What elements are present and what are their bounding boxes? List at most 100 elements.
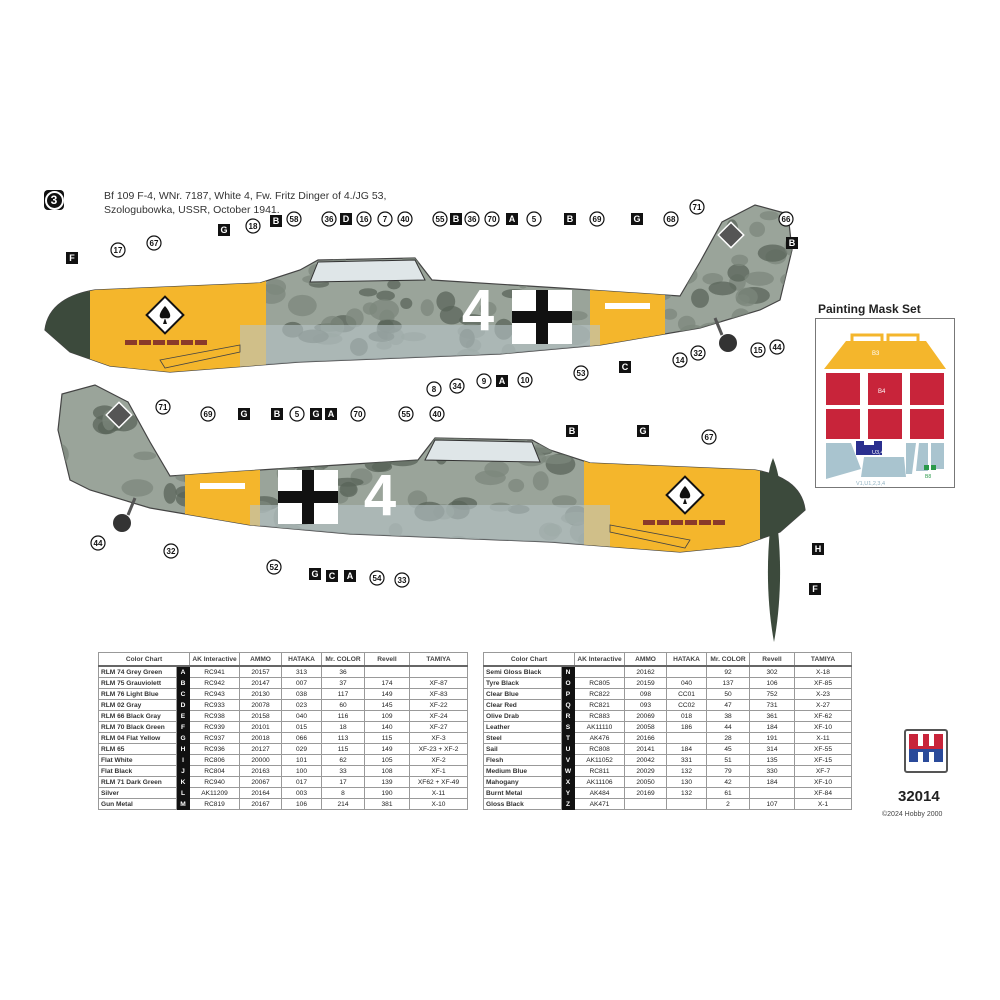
color-chart-right: Color Chart AK Interactive AMMO HATAKA M… — [482, 652, 853, 810]
paint-name: RLM 66 Black Gray — [98, 710, 177, 722]
hataka-code: 038 — [281, 688, 323, 700]
mr-color-code: 44 — [706, 721, 751, 733]
paint-name: Silver — [98, 787, 177, 799]
hataka-code: CC02 — [666, 699, 708, 711]
callout-label: B — [567, 214, 574, 224]
paint-letter-callout: B — [564, 213, 576, 225]
profile-caption: Bf 109 F-4, WNr. 7187, White 4, Fw. Frit… — [104, 189, 386, 217]
ammo-code: 20018 — [239, 732, 283, 744]
ak-code: RC804 — [189, 765, 241, 777]
callout-label: C — [622, 362, 629, 372]
callout-label: H — [815, 544, 822, 554]
ammo-code: 093 — [624, 699, 668, 711]
paint-letter: I — [175, 754, 191, 766]
part-number-callout: 40 — [397, 211, 413, 227]
tamiya-code: XF-27 — [409, 721, 469, 733]
revell-code: 302 — [749, 665, 796, 678]
callout-label: G — [312, 409, 319, 419]
tamiya-code: XF-10 — [794, 776, 853, 788]
mr-color-code: 28 — [706, 732, 751, 744]
callout-label: G — [240, 409, 247, 419]
side-profile-right — [57, 384, 806, 553]
mr-color-code: 8 — [321, 787, 366, 799]
callout-label: 15 — [754, 346, 763, 355]
hataka-code: 066 — [281, 732, 323, 744]
tamiya-code: XF-3 — [409, 732, 469, 744]
paint-letter-callout: B — [270, 215, 282, 227]
part-number-callout: 7 — [377, 211, 393, 227]
paint-letter: M — [175, 798, 191, 810]
paint-name: Medium Blue — [483, 765, 562, 777]
tamiya-code: XF-83 — [409, 688, 469, 700]
tamiya-code: XF-87 — [409, 677, 469, 689]
tamiya-code: X-23 — [794, 688, 853, 700]
ammo-code: 20127 — [239, 743, 283, 755]
ammo-code: 20157 — [239, 665, 283, 678]
tamiya-code: X-10 — [409, 798, 469, 810]
header-tamiya: TAMIYA — [794, 652, 853, 667]
paint-name: Gun Metal — [98, 798, 177, 810]
part-number-callout: 70 — [484, 211, 500, 227]
callout-label: 33 — [398, 576, 407, 585]
ak-code: RC941 — [189, 665, 241, 678]
callout-label: 10 — [521, 376, 530, 385]
ammo-code: 20000 — [239, 754, 283, 766]
paint-letter-callout: A — [506, 213, 518, 225]
paint-name: Semi Gloss Black — [483, 665, 562, 678]
part-number-callout: 8 — [426, 381, 442, 397]
paint-letter: Q — [560, 699, 576, 711]
paint-letter-callout: C — [619, 361, 631, 373]
ammo-code: 20067 — [239, 776, 283, 788]
color-chart-left: Color Chart AK Interactive AMMO HATAKA M… — [97, 652, 469, 810]
tamiya-code: XF-2 — [409, 754, 469, 766]
revell-code — [364, 665, 411, 678]
paint-letter: C — [175, 688, 191, 700]
revell-code: 107 — [749, 798, 796, 810]
fuselage-code-left: 4 — [462, 278, 494, 343]
part-number-callout: 53 — [573, 365, 589, 381]
part-number-callout: 5 — [289, 406, 305, 422]
tamiya-code: XF-23 + XF-2 — [409, 743, 469, 755]
mr-color-code: 50 — [706, 688, 751, 700]
paint-letter-callout: G — [637, 425, 649, 437]
mr-color-code: 61 — [706, 787, 751, 799]
ak-code: RC936 — [189, 743, 241, 755]
paint-name: RLM 71 Dark Green — [98, 776, 177, 788]
callout-label: B — [789, 238, 796, 248]
paint-name: RLM 76 Light Blue — [98, 688, 177, 700]
part-number-callout: 70 — [350, 406, 366, 422]
paint-letter: V — [560, 754, 576, 766]
callout-label: G — [220, 225, 227, 235]
callout-label: 32 — [167, 547, 176, 556]
part-number-callout: 69 — [589, 211, 605, 227]
hataka-code — [666, 732, 708, 744]
part-number-callout: 32 — [163, 543, 179, 559]
header-color-chart: Color Chart — [97, 652, 191, 667]
header-ammo: AMMO — [624, 652, 668, 667]
ammo-code: 20167 — [239, 798, 283, 810]
revell-code: 731 — [749, 699, 796, 711]
callout-label: G — [311, 569, 318, 579]
part-number-callout: 10 — [517, 372, 533, 388]
paint-letter: J — [175, 765, 191, 777]
paint-letter: H — [175, 743, 191, 755]
paint-name: RLM 04 Flat Yellow — [98, 732, 177, 744]
ammo-code: 20078 — [239, 699, 283, 711]
paint-letter: K — [175, 776, 191, 788]
copyright: ©2024 Hobby 2000 — [882, 811, 943, 818]
paint-letter-callout: B — [271, 408, 283, 420]
ak-code: RC805 — [574, 677, 626, 689]
callout-label: 67 — [150, 239, 159, 248]
paint-letter: S — [560, 721, 576, 733]
callout-label: B — [569, 426, 576, 436]
part-number-callout: 67 — [701, 429, 717, 445]
